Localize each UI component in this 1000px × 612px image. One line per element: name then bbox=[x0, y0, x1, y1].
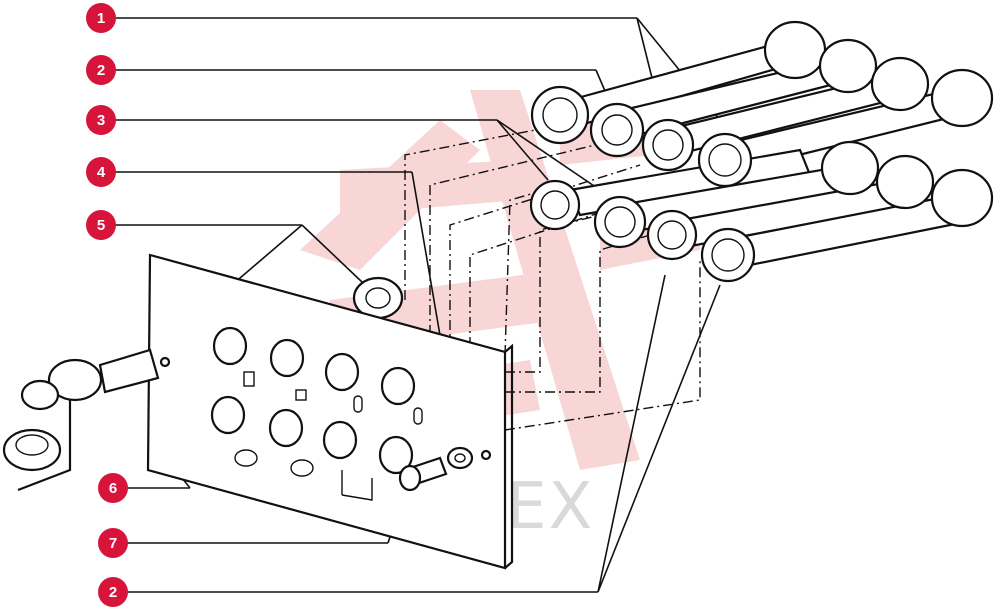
callout-3: 3 bbox=[86, 105, 116, 135]
callout-5-label: 5 bbox=[97, 217, 105, 234]
washer bbox=[446, 446, 474, 470]
panel-symbols bbox=[234, 371, 423, 501]
bolt bbox=[398, 456, 448, 492]
panel-holes bbox=[210, 326, 416, 475]
callout-1-label: 1 bbox=[97, 10, 105, 27]
callout-1: 1 bbox=[86, 3, 116, 33]
callout-7-label: 7 bbox=[109, 535, 117, 552]
nuts-top-row bbox=[530, 85, 753, 188]
callout-4: 4 bbox=[86, 157, 116, 187]
callout-6: 6 bbox=[98, 473, 128, 503]
callout-2-top: 2 bbox=[86, 55, 116, 85]
callout-5: 5 bbox=[86, 210, 116, 240]
panel-plate bbox=[146, 253, 514, 570]
callout-3-label: 3 bbox=[97, 112, 105, 129]
gauge-connector bbox=[2, 348, 160, 492]
callout-4-label: 4 bbox=[97, 164, 106, 181]
callout-7: 7 bbox=[98, 528, 128, 558]
callout-2-top-label: 2 bbox=[97, 62, 105, 79]
callout-6-label: 6 bbox=[109, 480, 117, 497]
nuts-bottom-row bbox=[529, 179, 756, 283]
callout-2-bottom-label: 2 bbox=[109, 584, 117, 601]
hose-assembly-top bbox=[568, 20, 994, 174]
callout-2-bottom: 2 bbox=[98, 577, 128, 607]
